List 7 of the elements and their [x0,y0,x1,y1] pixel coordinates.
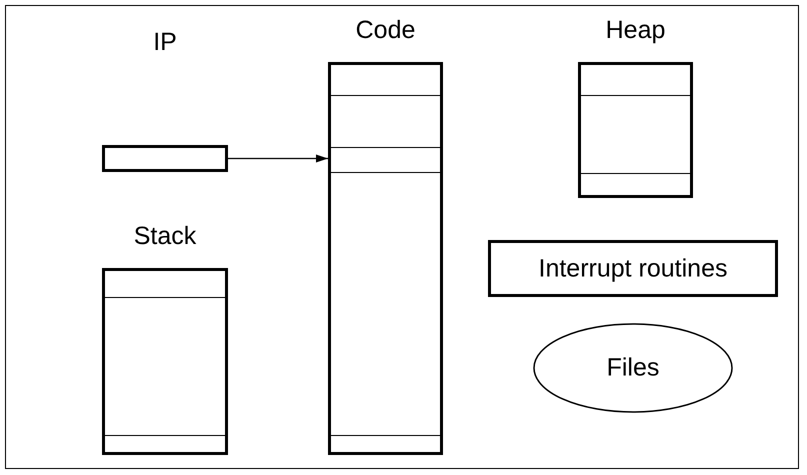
block-label: Files [606,354,660,382]
block-label: Stack [134,222,196,251]
block-label: Interrupt routines [538,254,728,283]
block-label: Code [356,16,416,45]
block-label: IP [153,28,177,57]
arrow [228,154,328,162]
block-label: Heap [606,16,666,45]
